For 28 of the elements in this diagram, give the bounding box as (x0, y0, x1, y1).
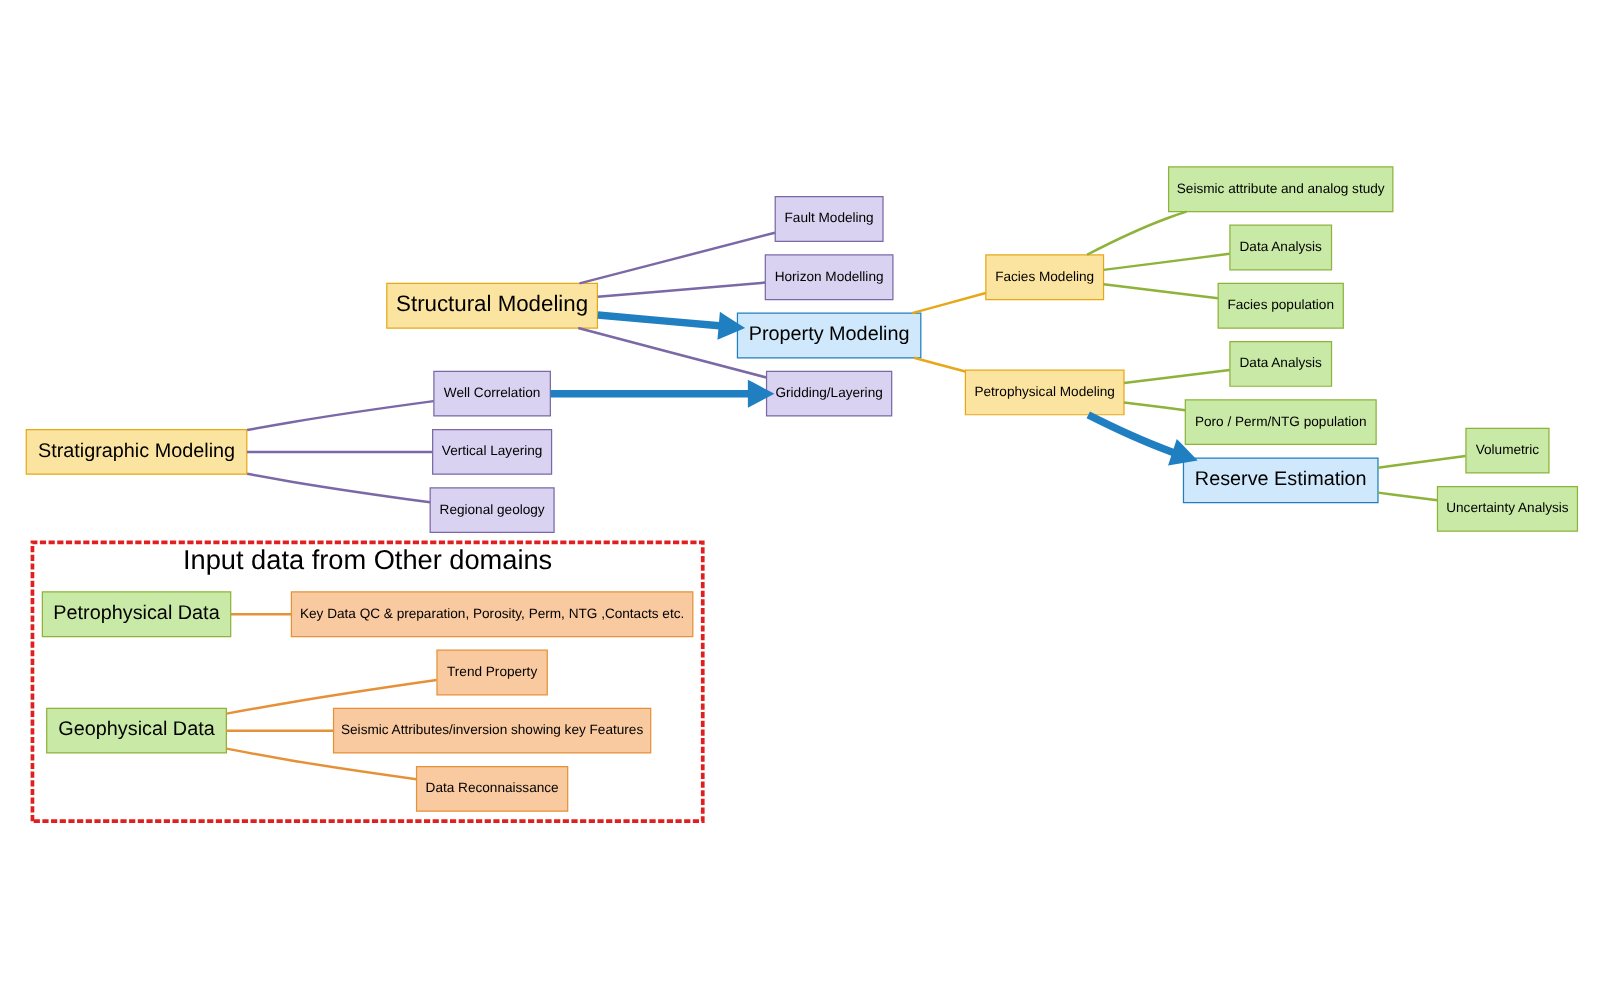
connector (1103, 252, 1230, 272)
connector (579, 231, 776, 285)
connector (246, 472, 431, 504)
connector (226, 729, 334, 732)
connector (1123, 368, 1230, 385)
node-box: Stratigraphic Modeling (25, 429, 248, 475)
connector (1377, 491, 1438, 502)
connector (1103, 283, 1219, 300)
connector (247, 450, 433, 454)
connector (597, 281, 766, 299)
node-box: Geophysical Data (46, 707, 227, 754)
connector (911, 291, 987, 315)
connector (231, 613, 292, 616)
arrow (597, 311, 746, 340)
node-box: Structural Modeling (386, 282, 599, 329)
connector (1123, 401, 1186, 412)
connector (246, 399, 434, 432)
arrow (550, 379, 775, 408)
connector (1086, 210, 1187, 256)
arrow (1086, 411, 1198, 466)
node-box: Property Modeling (736, 312, 922, 359)
connector (226, 678, 437, 715)
connector (577, 326, 767, 379)
connector (1377, 454, 1466, 469)
connector (913, 356, 966, 373)
node-box: Petrophysical Data (41, 591, 232, 638)
node-box: Reserve Estimation (1182, 457, 1379, 504)
connector (226, 747, 417, 781)
